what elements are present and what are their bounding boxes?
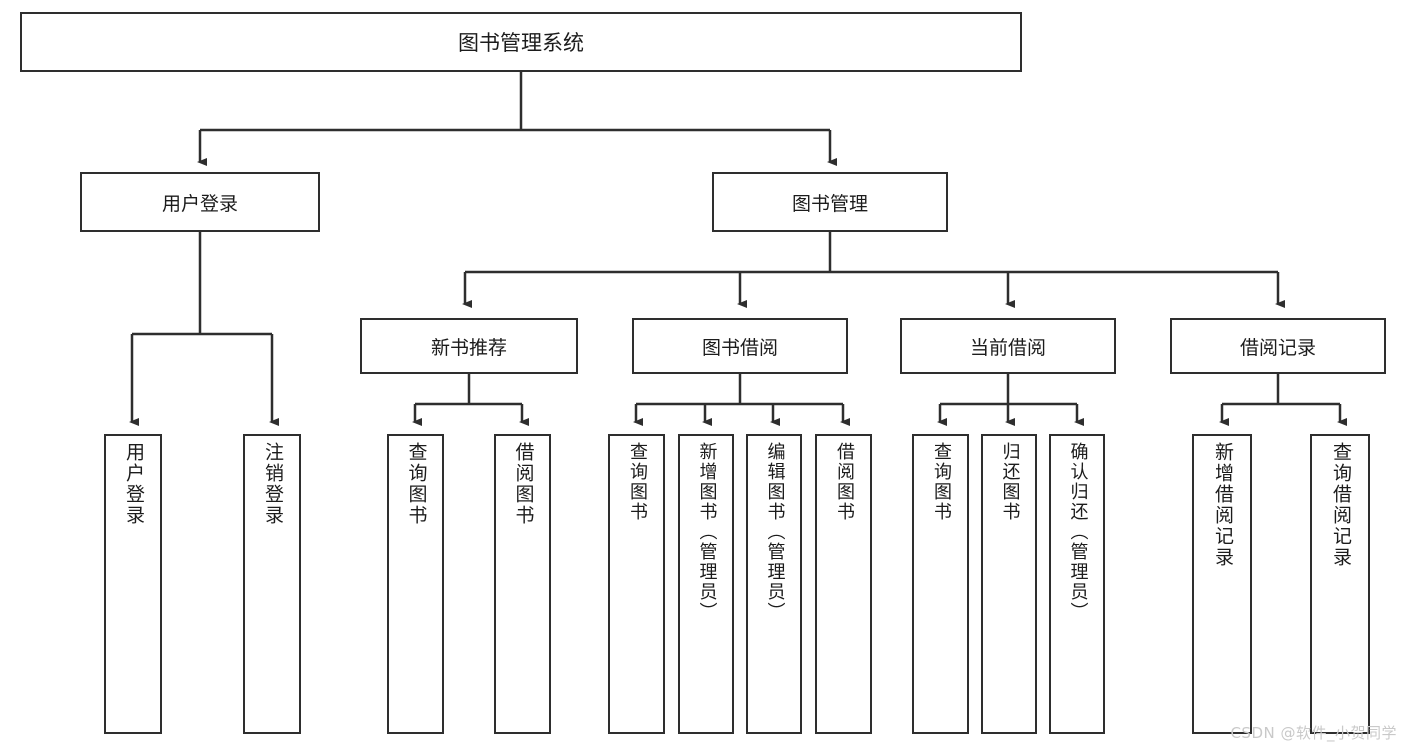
leaf-edit-book-admin-label: 编辑图书（管理员） [764,442,786,622]
leaf-logout[interactable]: 注销登录 [243,434,301,734]
leaf-return-book[interactable]: 归还图书 [981,434,1037,734]
node-current-borrow[interactable]: 当前借阅 [900,318,1116,374]
node-root-system[interactable]: 图书管理系统 [20,12,1022,72]
node-user-login-label: 用户登录 [161,192,238,215]
leaf-query-book-current-label: 查询图书 [930,442,952,522]
leaf-query-book-recommend[interactable]: 查询图书 [387,434,444,734]
leaf-logout-label: 注销登录 [261,442,284,526]
leaf-add-book-admin[interactable]: 新增图书（管理员） [678,434,734,734]
leaf-borrow-book[interactable]: 借阅图书 [815,434,872,734]
leaf-borrow-book-recommend[interactable]: 借阅图书 [494,434,551,734]
leaf-query-borrow-record[interactable]: 查询借阅记录 [1310,434,1370,734]
leaf-add-book-admin-label: 新增图书（管理员） [696,442,718,622]
node-borrow-record[interactable]: 借阅记录 [1170,318,1386,374]
leaf-edit-book-admin[interactable]: 编辑图书（管理员） [746,434,802,734]
node-book-management-label: 图书管理 [791,192,868,215]
leaf-confirm-return-admin[interactable]: 确认归还（管理员） [1049,434,1105,734]
leaf-borrow-book-label: 借阅图书 [833,442,855,522]
leaf-confirm-return-admin-label: 确认归还（管理员） [1067,442,1089,622]
node-root-label: 图书管理系统 [458,31,584,55]
node-book-management[interactable]: 图书管理 [712,172,948,232]
leaf-user-login[interactable]: 用户登录 [104,434,162,734]
node-book-borrow-label: 图书借阅 [701,336,778,359]
csdn-watermark: CSDN @软件_小贺同学 [1230,724,1397,742]
leaf-query-book-borrow-label: 查询图书 [626,442,648,522]
leaf-add-borrow-record[interactable]: 新增借阅记录 [1192,434,1252,734]
node-user-login[interactable]: 用户登录 [80,172,320,232]
leaf-query-book-current[interactable]: 查询图书 [912,434,969,734]
leaf-borrow-book-recommend-label: 借阅图书 [512,442,535,526]
leaf-return-book-label: 归还图书 [999,442,1021,522]
node-borrow-record-label: 借阅记录 [1239,336,1316,359]
leaf-add-borrow-record-label: 新增借阅记录 [1211,442,1234,568]
leaf-query-book-borrow[interactable]: 查询图书 [608,434,665,734]
leaf-query-book-recommend-label: 查询图书 [405,442,428,526]
leaf-user-login-label: 用户登录 [122,442,145,526]
node-current-borrow-label: 当前借阅 [969,336,1046,359]
node-new-book-recommend-label: 新书推荐 [430,336,507,359]
node-book-borrow[interactable]: 图书借阅 [632,318,848,374]
node-new-book-recommend[interactable]: 新书推荐 [360,318,578,374]
leaf-query-borrow-record-label: 查询借阅记录 [1329,442,1352,568]
